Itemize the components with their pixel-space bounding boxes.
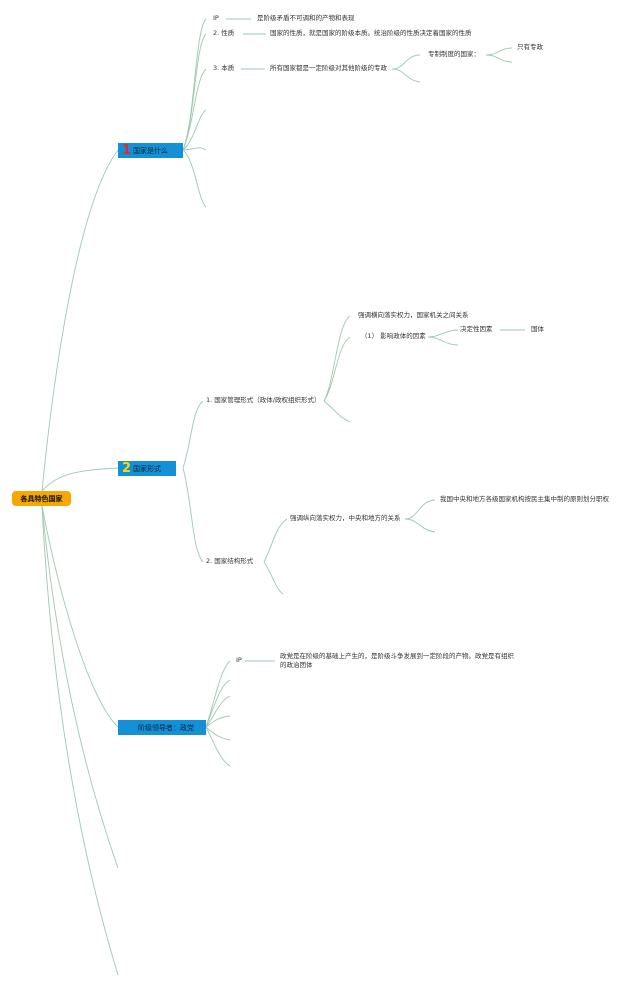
node-autocratic-state[interactable]: 专制制度的国家： bbox=[428, 50, 480, 58]
node-decisive-factor[interactable]: 决定性因素 bbox=[460, 325, 493, 333]
node-essence[interactable]: 3. 本质 bbox=[213, 64, 235, 72]
branch-label: 国家是什么 bbox=[133, 146, 169, 155]
branch-number-1: 1 bbox=[122, 143, 132, 158]
node-only-dictatorship[interactable]: 只有专政 bbox=[517, 43, 543, 51]
node-vertical-power[interactable]: 强调纵向落实权力，中央和地方的关系 bbox=[290, 514, 401, 522]
node-management-form[interactable]: 1. 国家管理形式（政体/政权组织形式） bbox=[206, 396, 321, 404]
node-horizontal-power[interactable]: 强调横向落实权力，国家机关之间关系 bbox=[358, 311, 469, 319]
branch-what-is-state[interactable]: 1 国家是什么 bbox=[118, 143, 183, 158]
branch-label: 国家形式 bbox=[133, 464, 162, 473]
node-party-detail[interactable]: 政党是在阶级的基础上产生的，是阶级斗争发展到一定阶段的产物。政党是有组织的政治团… bbox=[280, 652, 514, 669]
node-polity-factors[interactable]: （1） 影响政体的因素 bbox=[361, 332, 426, 340]
node-essence-detail[interactable]: 所有国家都是一定阶级对其他阶级的专政 bbox=[270, 64, 387, 72]
node-structure-form[interactable]: 2. 国家结构形式 bbox=[206, 557, 254, 565]
node-democratic-centralism[interactable]: 我国中央和地方各级国家机构按民主集中制的原则划分职权 bbox=[440, 495, 609, 503]
node-nature[interactable]: 2. 性质 bbox=[213, 29, 235, 37]
node-ip[interactable]: IP bbox=[213, 14, 219, 22]
branch-class-leader[interactable]: 阶级领导者：政党 bbox=[118, 720, 206, 735]
branch-state-form[interactable]: 2 国家形式 bbox=[118, 461, 176, 476]
root-node[interactable]: 各具特色国家 bbox=[12, 491, 71, 506]
node-ip-detail[interactable]: 是阶级矛盾不可调和的产物和表现 bbox=[257, 14, 355, 22]
branch-label: 阶级领导者：政党 bbox=[138, 723, 194, 732]
node-nature-detail[interactable]: 国家的性质，就是国家的阶级本质。统治阶级的性质决定着国家的性质 bbox=[270, 29, 472, 37]
branch-number-2: 2 bbox=[122, 461, 132, 476]
node-party-ip[interactable]: IP bbox=[236, 656, 242, 664]
node-state-system[interactable]: 国体 bbox=[531, 325, 544, 333]
root-label: 各具特色国家 bbox=[20, 494, 63, 503]
